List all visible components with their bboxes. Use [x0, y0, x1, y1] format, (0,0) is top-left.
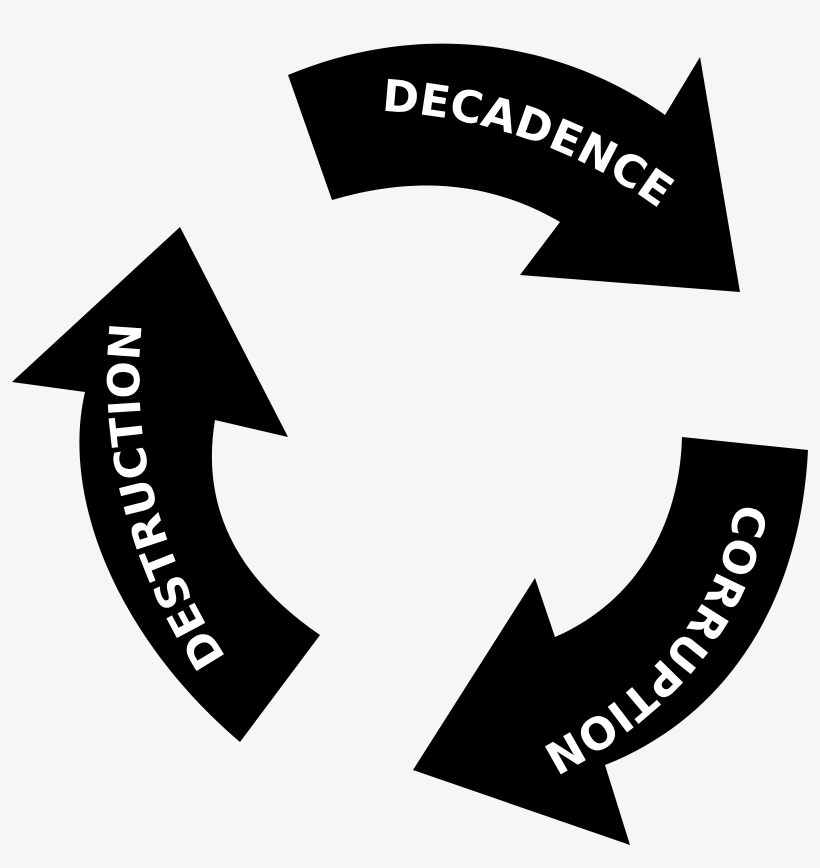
arrow-destruction: DESTRUCTION — [12, 227, 320, 742]
arrow-corruption-shape — [413, 437, 808, 845]
arrow-decadence: DECADENCE — [288, 43, 740, 293]
arrow-corruption: CORRUPTION — [413, 437, 808, 845]
arrow-decadence-shape — [288, 43, 740, 293]
arrow-destruction-shape — [12, 227, 320, 742]
